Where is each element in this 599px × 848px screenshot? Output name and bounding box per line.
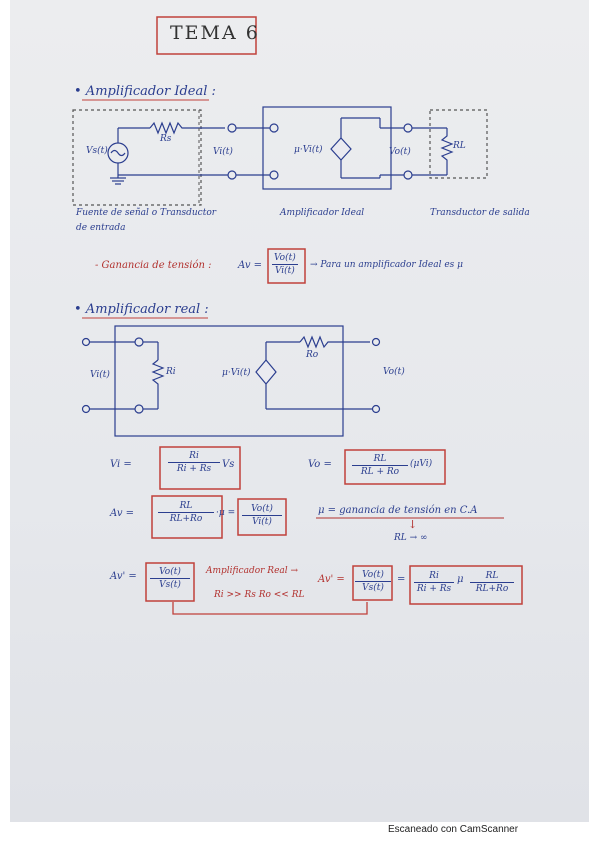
vi-num: Ri (168, 450, 220, 463)
ideal-amp-box (262, 106, 392, 190)
vi-tail: Vs (222, 459, 235, 470)
caption-out: Transductor de salida (430, 208, 530, 218)
real-ri-label: Ri (166, 367, 176, 377)
scanned-page: TEMA 6 • Amplificador Ideal : Vs(t) Rs V… (10, 0, 589, 822)
gain-note: → Para un amplificador Ideal es μ (310, 260, 463, 270)
rl-resistor (440, 128, 454, 175)
caption-source-2: de entrada (76, 223, 126, 233)
ideal-rl-label: RL (453, 141, 466, 151)
ideal-conditions: Ri >> Rs Ro << RL (214, 590, 305, 600)
vo-fraction: RL RL + Ro (352, 453, 408, 478)
avp-den: Vs(t) (159, 580, 181, 590)
real-heading: • Amplificador real : (74, 302, 209, 317)
ideal-vs-label: Vs(t) (86, 146, 108, 156)
avp2-fraction-1: Ri Ri + Rs (414, 570, 454, 595)
gain-num: Vo(t) (272, 253, 298, 265)
avp-lhs: Av' = (110, 571, 137, 582)
avp2-fraction: Vo(t) Vs(t) (355, 569, 391, 594)
real-vo-label: Vo(t) (383, 367, 405, 377)
ideal-heading: • Amplificador Ideal : (74, 84, 216, 99)
load-dashed-box (429, 109, 488, 179)
avp2-n2: RL (470, 570, 514, 583)
avp2-den: Vs(t) (362, 583, 384, 593)
avp-fraction: Vo(t) Vs(t) (150, 566, 190, 591)
source-dashed-box (72, 109, 202, 206)
av-den: RL+Ro (169, 514, 203, 524)
av-num: RL (158, 500, 214, 513)
gain-label: - Ganancia de tensión : (95, 260, 212, 271)
gain-den: Vi(t) (274, 266, 295, 276)
caption-amp: Amplificador Ideal (280, 208, 365, 218)
vo-den: RL + Ro (360, 467, 400, 477)
av-den-2: Vi(t) (252, 517, 272, 527)
av-fraction-2: Vo(t) Vi(t) (242, 503, 282, 528)
avp2-mu: μ (457, 574, 464, 585)
ri-resistor (151, 359, 165, 409)
real-source-label: μ·Vi(t) (222, 368, 251, 378)
av-fraction: RL RL+Ro (158, 500, 214, 525)
avp2-d1: Ri + Rs (416, 584, 452, 594)
av-mid: ·μ = (216, 508, 236, 518)
vo-lhs: Vo = (308, 459, 332, 470)
avp2-n1: Ri (414, 570, 454, 583)
av-lhs: Av = (110, 508, 135, 519)
page-title: TEMA 6 (170, 22, 260, 44)
camscanner-footer: Escaneado con CamScanner (388, 824, 519, 835)
vo-num: RL (352, 453, 408, 466)
vi-fraction: Ri Ri + Rs (168, 450, 220, 475)
dependent-source-real (255, 359, 277, 385)
avp2-fraction-2: RL RL+Ro (470, 570, 514, 595)
avp-num: Vo(t) (150, 566, 190, 579)
avp2-eq: = (397, 574, 406, 585)
mu-limit: RL → ∞ (394, 533, 428, 543)
real-amp-box (114, 325, 344, 437)
vi-den: Ri + Rs (176, 464, 212, 474)
real-circuit (81, 325, 381, 437)
rs-resistor (149, 121, 225, 135)
dependent-source-ideal (330, 137, 352, 161)
ideal-vo-label: Vo(t) (389, 147, 411, 157)
ideal-arrow-label: Amplificador Real → (206, 566, 299, 576)
real-vi-label: Vi(t) (90, 370, 110, 380)
vi-lhs: Vi = (110, 459, 132, 470)
ideal-circuit (72, 106, 488, 206)
av-num-2: Vo(t) (242, 503, 282, 516)
gain-av: Av = (238, 260, 263, 271)
mu-definition: μ = ganancia de tensión en C.A (318, 505, 478, 516)
ro-resistor (299, 335, 370, 349)
avp2-d2: RL+Ro (475, 584, 509, 594)
ideal-rs-label: Rs (160, 134, 172, 144)
ideal-source-label: μ·Vi(t) (294, 145, 323, 155)
mu-arrow: ↓ (408, 518, 418, 531)
avp2-num: Vo(t) (355, 569, 391, 582)
page-drawings (72, 16, 523, 615)
ideal-vi-label: Vi(t) (213, 147, 233, 157)
caption-source: Fuente de señal o Transductor (76, 208, 217, 218)
title-box (156, 16, 257, 55)
gain-fraction: Vo(t) Vi(t) (272, 252, 298, 277)
avp2-lhs: Av' = (318, 574, 345, 585)
real-ro-label: Ro (306, 350, 319, 360)
vo-tail: (μVi) (410, 459, 433, 469)
